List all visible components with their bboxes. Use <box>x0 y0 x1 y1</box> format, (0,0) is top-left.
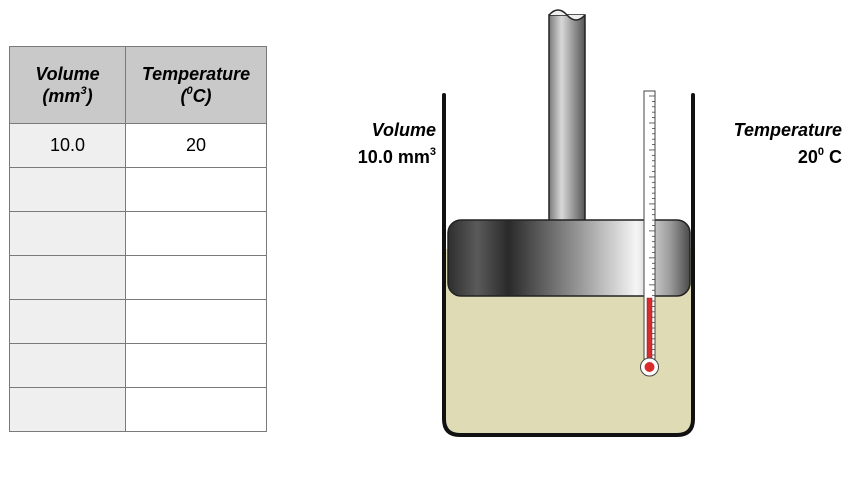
temperature-readout-label: Temperature <box>733 120 842 140</box>
volume-cell <box>9 211 126 256</box>
table-row <box>9 211 267 256</box>
volume-readout-value: 10.0 mm3 <box>357 146 436 168</box>
header-volume: Volume (mm3) <box>9 46 126 124</box>
table-header-row: Volume (mm3) Temperature (0C) <box>9 46 267 124</box>
volume-readout-label: Volume <box>371 120 436 140</box>
temperature-cell <box>125 343 267 388</box>
table-row <box>9 299 267 344</box>
temperature-cell <box>125 211 267 256</box>
thermometer <box>640 90 659 377</box>
header-temperature: Temperature (0C) <box>125 46 267 124</box>
piston <box>447 219 691 297</box>
table-row <box>9 387 267 432</box>
temperature-cell: 20 <box>125 123 267 168</box>
table-row <box>9 255 267 300</box>
temperature-cell <box>125 387 267 432</box>
volume-cell <box>9 299 126 344</box>
volume-readout: Volume 10.0 mm3 <box>330 117 436 171</box>
table-row <box>9 167 267 212</box>
thermometer-fluid <box>646 297 653 363</box>
temperature-cell <box>125 255 267 300</box>
temperature-readout-value: 200 C <box>797 146 842 168</box>
volume-cell <box>9 387 126 432</box>
volume-cell <box>9 167 126 212</box>
piston-rod <box>548 9 586 228</box>
temperature-readout: Temperature 200 C <box>700 117 842 171</box>
temperature-cell <box>125 299 267 344</box>
temperature-cell <box>125 167 267 212</box>
volume-cell <box>9 255 126 300</box>
volume-cell: 10.0 <box>9 123 126 168</box>
container <box>442 93 695 437</box>
thermometer-scale <box>649 95 655 356</box>
thermometer-bulb-fluid <box>644 362 655 372</box>
